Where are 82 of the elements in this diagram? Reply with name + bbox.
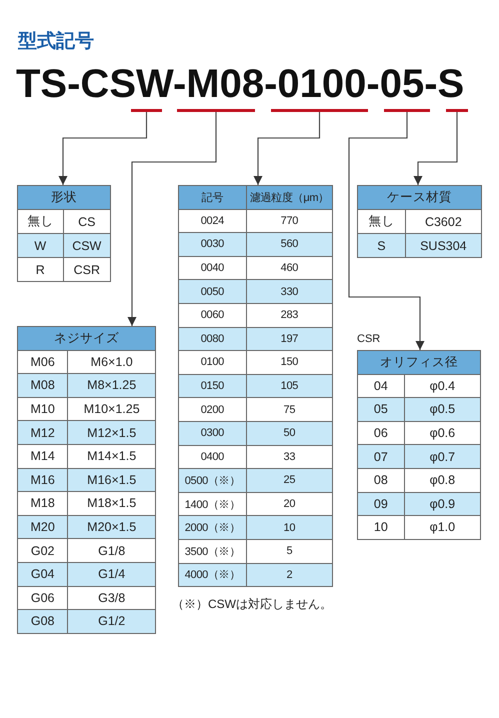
code-entry: G08: [18, 610, 68, 634]
value-entry: φ0.8: [404, 468, 480, 492]
spec-table: [357, 185, 482, 258]
code-entry: 0080: [178, 327, 246, 351]
code-entry: M14: [18, 444, 68, 468]
leader-arrow: [254, 112, 320, 185]
column-heading: 濾過粒度（μm）: [246, 186, 332, 210]
value-entry: M12×1.5: [68, 420, 156, 444]
code-entry: M20: [18, 515, 68, 539]
code-entry: 0030: [178, 232, 246, 256]
code-entry: W: [18, 234, 64, 258]
code-entry: M12: [18, 420, 68, 444]
underline-mark: [131, 109, 162, 112]
value-entry: G1/2: [68, 610, 156, 634]
code-entry: 09: [358, 492, 404, 516]
underline-mark: [177, 109, 255, 112]
underline-mark: [384, 109, 430, 112]
leader-arrow: [58, 112, 148, 185]
value-entry: 105: [246, 374, 332, 398]
column-heading: 記号: [178, 186, 246, 210]
column-heading: オリフィス径: [358, 350, 480, 374]
value-entry: 50: [246, 421, 332, 446]
column-heading: ネジサイズ: [18, 326, 156, 350]
value-entry: 560: [246, 232, 332, 256]
code-entry: 08: [358, 468, 404, 492]
code-entry: M18: [18, 492, 68, 516]
table-caption: CSR: [357, 333, 380, 345]
leader-arrow: [414, 112, 458, 185]
value-entry: 25: [246, 468, 332, 492]
code-entry: 05: [358, 398, 404, 422]
value-entry: φ1.0: [404, 516, 480, 540]
code-entry: 0200: [178, 398, 246, 422]
code-entry: 10: [358, 516, 404, 540]
value-entry: G1/8: [68, 538, 156, 562]
code-entry: 0050: [178, 280, 246, 304]
leader-arrow: [128, 112, 217, 326]
spec-table: [17, 185, 111, 282]
value-entry: 283: [246, 303, 332, 328]
code-entry: 4000（※）: [178, 563, 246, 587]
value-entry: 197: [246, 327, 332, 351]
underline-mark: [271, 109, 368, 112]
value-entry: M20×1.5: [68, 515, 156, 539]
code-entry: M16: [18, 468, 68, 492]
code-entry: S: [358, 234, 406, 258]
footnote: （※）CSWは対応しません。: [172, 596, 332, 613]
value-entry: 10: [246, 516, 332, 540]
code-entry: 0100: [178, 350, 246, 374]
code-entry: 0500（※）: [178, 468, 246, 492]
code-entry: G04: [18, 562, 68, 586]
value-entry: φ0.5: [404, 398, 480, 422]
value-entry: G1/4: [68, 562, 156, 586]
column-heading: 形状: [18, 186, 110, 210]
value-entry: 330: [246, 280, 332, 304]
code-entry: 3500（※）: [178, 539, 246, 563]
value-entry: M8×1.25: [68, 374, 156, 398]
code-entry: 0300: [178, 421, 246, 446]
spec-table: [17, 326, 156, 634]
value-entry: 5: [246, 539, 332, 563]
value-entry: SUS304: [405, 234, 482, 258]
code-entry: 0150: [178, 374, 246, 398]
value-entry: M18×1.5: [68, 492, 156, 516]
value-entry: CSW: [63, 234, 110, 258]
underline-mark: [446, 109, 468, 112]
value-entry: CSR: [63, 258, 110, 282]
model-code: TS-CSW-M08-0100-05-S: [16, 60, 464, 108]
value-entry: 2: [246, 563, 332, 587]
value-entry: φ0.9: [404, 492, 480, 516]
value-entry: 150: [246, 350, 332, 374]
code-entry: 07: [358, 444, 404, 468]
code-entry: G02: [18, 538, 68, 562]
leader-arrow: [348, 112, 424, 350]
value-entry: M14×1.5: [68, 444, 156, 468]
page-title: 型式記号: [18, 29, 94, 54]
code-entry: 0060: [178, 303, 246, 328]
code-entry: R: [18, 258, 64, 282]
value-entry: M16×1.5: [68, 468, 156, 492]
value-entry: 75: [246, 398, 332, 422]
code-entry: M08: [18, 374, 68, 398]
value-entry: φ0.7: [404, 444, 480, 468]
code-entry: 2000（※）: [178, 516, 246, 540]
column-heading: ケース材質: [358, 186, 482, 210]
spec-table: [178, 185, 333, 588]
